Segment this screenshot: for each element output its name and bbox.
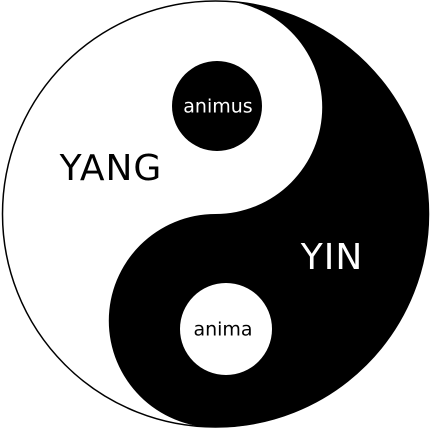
anima-label: anima (193, 318, 253, 341)
anima-dot (180, 283, 272, 375)
animus-label: animus (183, 95, 253, 118)
yin-label: YIN (300, 237, 364, 278)
animus-dot (172, 61, 262, 151)
yang-label: YANG (59, 148, 163, 189)
